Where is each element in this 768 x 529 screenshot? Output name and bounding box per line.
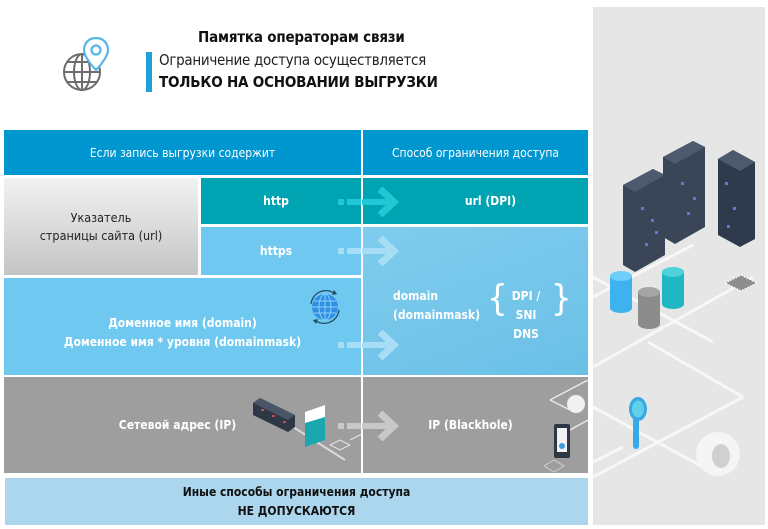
arrow-ip-icon [338, 411, 400, 441]
illustration-panel [593, 7, 765, 525]
arrow-domain-icon [338, 330, 400, 360]
method-option-dpi-sni: DPI / SNI [511, 289, 541, 322]
protocol-https-label: https [259, 244, 293, 258]
subtitle-emphasis: ТОЛЬКО НА ОСНОВАНИИ ВЫГРУЗКИ [159, 73, 438, 91]
column-header-method: Способ ограничения доступа [363, 130, 588, 175]
protocol-http: http [201, 178, 361, 224]
magnifier-icon [629, 397, 647, 449]
method-domain-line2: (domainmask) [393, 308, 481, 322]
footer-notice-line1: Иные способы ограничения доступа [182, 484, 411, 499]
rotating-globe-icon [306, 288, 344, 326]
method-url-dpi-label: url (DPI) [464, 194, 517, 208]
row-domain-source-line1: Доменное имя (domain) [108, 315, 257, 330]
method-domain-label: domain (domainmask) [393, 287, 480, 325]
footer-notice-line2: НЕ ДОПУСКАЮТСЯ [237, 503, 356, 518]
column-header-source-label: Если запись выгрузки содержит [89, 145, 276, 160]
row-url-source: Указатель страницы сайта (url) [4, 178, 198, 275]
page-title: Памятка операторам связи [198, 28, 405, 46]
protocol-https: https [201, 227, 361, 275]
arrow-http-icon [338, 187, 400, 217]
arrow-https-icon [338, 236, 400, 266]
column-header-method-label: Способ ограничения доступа [391, 145, 560, 160]
method-domain-options: DPI / SNI DNS [500, 287, 552, 344]
accent-bar [146, 52, 152, 92]
row-url-source-line2: страницы сайта (url) [39, 227, 163, 243]
logo-globe-pin-icon [60, 34, 112, 94]
brace-right: } [551, 278, 572, 319]
smartphone-icon [540, 379, 589, 473]
method-ip-blackhole-label: IP (Blackhole) [428, 418, 513, 432]
database-stack-icon [610, 267, 684, 329]
column-header-source: Если запись выгрузки содержит [4, 130, 361, 175]
subtitle: Ограничение доступа осуществляется [159, 51, 426, 69]
row-url-source-line1: Указатель [70, 209, 132, 225]
row-domain-source-line2: Доменное имя * уровня (domainmask) [63, 334, 302, 349]
gear-icon [696, 432, 740, 476]
row-domain-source: Доменное имя (domain) Доменное имя * уро… [4, 278, 361, 375]
brace-left: { [487, 278, 508, 319]
footer-notice: Иные способы ограничения доступа НЕ ДОПУ… [5, 478, 588, 525]
protocol-http-label: http [263, 194, 289, 208]
method-domain-cell [363, 227, 588, 375]
network-switch-icon [250, 395, 365, 465]
row-ip-source-label: Сетевой адрес (IP) [118, 418, 237, 432]
chip-icon [723, 274, 759, 292]
method-ip-blackhole: IP (Blackhole) [363, 377, 588, 473]
method-option-dns: DNS [513, 327, 539, 341]
server-towers-icon [623, 141, 755, 272]
method-url-dpi: url (DPI) [363, 178, 588, 224]
row-ip-source: Сетевой адрес (IP) [4, 377, 361, 473]
method-domain-line1: domain [393, 289, 439, 303]
